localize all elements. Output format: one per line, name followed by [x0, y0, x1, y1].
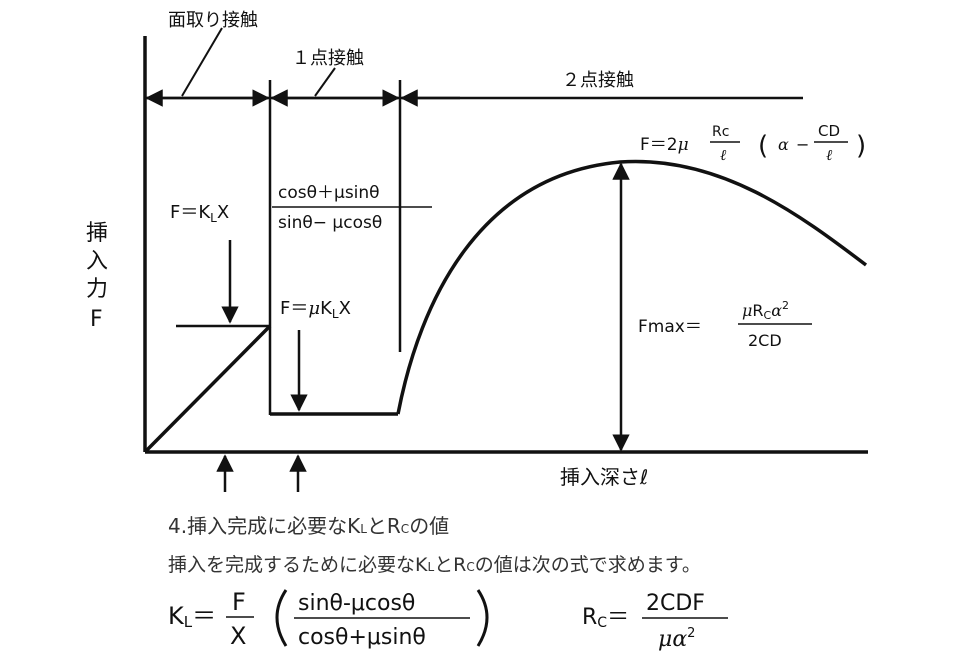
x-axis-label: 挿入深さℓ: [560, 465, 648, 489]
two-point-alpha: α: [778, 135, 789, 154]
kl-paren-close: [476, 589, 489, 647]
two-point-formula-lhs: F＝2μ: [640, 135, 689, 155]
one-point-leader: [314, 67, 336, 97]
two-point-paren-close: ): [856, 131, 866, 161]
kl-formula-lhs: KL＝: [168, 602, 216, 631]
kl-frac-den: X: [230, 622, 246, 650]
rc-num: 2CDF: [646, 591, 705, 616]
two-point-rc-num: Rc: [712, 124, 729, 140]
two-point-cd-num: CD: [818, 122, 840, 140]
kl-paren-open: [275, 589, 288, 647]
one-point-formula: F＝μKLX: [280, 298, 351, 321]
y-axis-char-4: F: [90, 307, 103, 332]
y-axis-char-1: 挿: [86, 221, 108, 246]
two-point-minus: −: [796, 135, 809, 154]
two-point-rc-den: ℓ: [720, 146, 726, 164]
chamfer-formula: F＝KLX: [170, 202, 229, 225]
kl-frac-num: F: [232, 588, 246, 616]
fmax-label: Fmax＝: [638, 317, 702, 337]
two-point-cd-den: ℓ: [826, 146, 832, 164]
y-axis-char-3: 力: [86, 277, 108, 302]
chamfer-ramp: [143, 324, 272, 454]
section-heading: 4.挿入完成に必要なKLとRCの値: [168, 514, 450, 538]
two-point-contact-label: ２点接触: [562, 70, 634, 91]
section-body: 挿入を完成するために必要なKLとRCの値は次の式で求めます。: [168, 554, 701, 576]
y-axis-char-2: 入: [86, 249, 108, 274]
kl-paren-num: sinθ-μcosθ: [298, 591, 415, 616]
chamfer-ratio-denominator: sinθ− μcosθ: [278, 213, 382, 233]
kl-paren-den: cosθ+μsinθ: [298, 625, 426, 650]
chamfer-ratio-numerator: cosθ＋μsinθ: [278, 183, 380, 203]
fmax-numerator: μRCα2: [742, 299, 789, 322]
rc-den: μα2: [658, 626, 695, 652]
rc-formula-lhs: RC＝: [582, 605, 629, 631]
two-point-paren-open: (: [758, 131, 768, 161]
chamfer-contact-label: 面取り接触: [168, 10, 258, 31]
fmax-denominator: 2CD: [748, 331, 782, 350]
chamfer-leader: [181, 27, 223, 97]
two-point-curve: [396, 159, 868, 415]
one-point-contact-label: １点接触: [292, 48, 364, 69]
